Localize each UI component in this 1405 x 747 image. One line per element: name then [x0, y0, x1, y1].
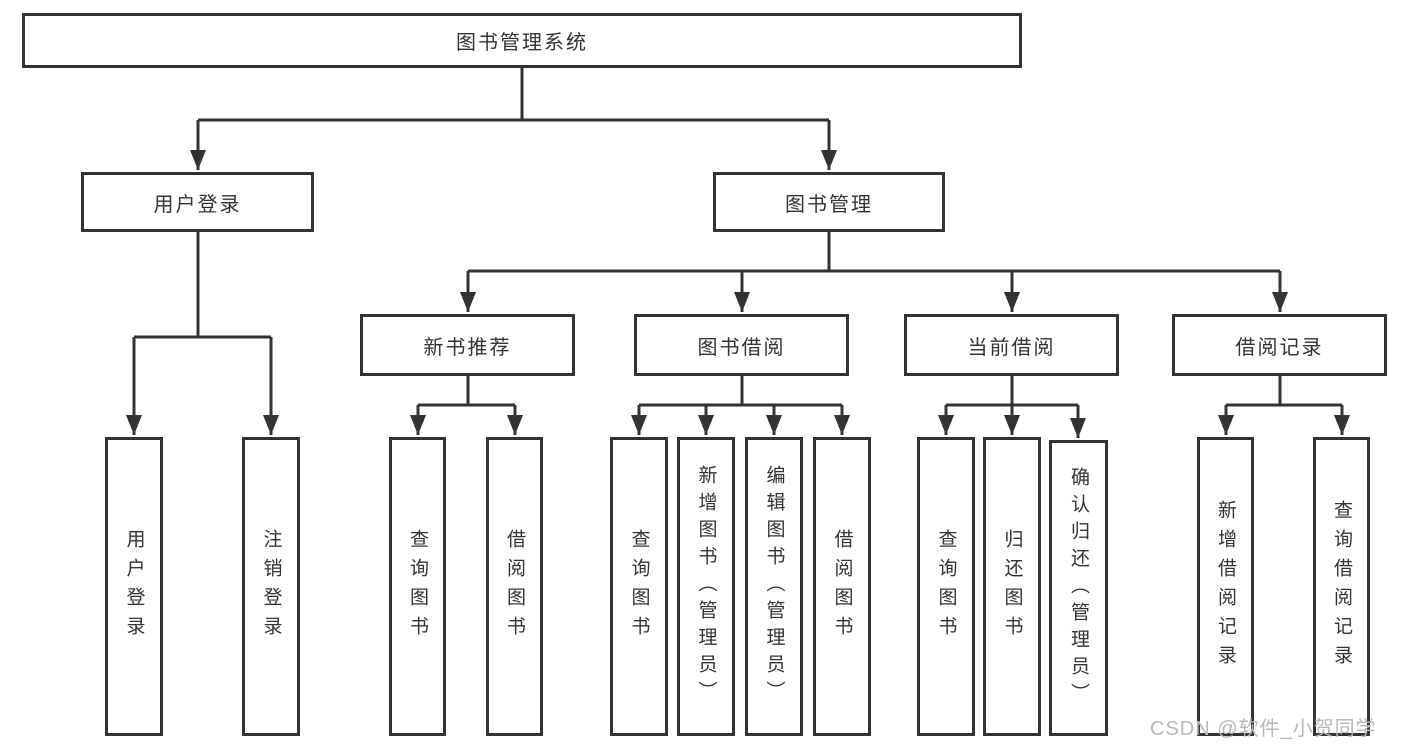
leaf-user-login: 用户登录 [105, 437, 163, 736]
node-root-label: 图书管理系统 [456, 32, 588, 54]
leaf-user-login-label: 用户登录 [123, 528, 145, 645]
node-book-mgmt-label: 图书管理 [785, 193, 873, 216]
leaf-cb-return-books-label: 归还图书 [1001, 528, 1023, 645]
node-user-login-label: 用户登录 [153, 193, 242, 216]
leaf-bb-add-books-admin-label: 新增图书（管理员） [695, 465, 717, 708]
node-borrow-record-label: 借阅记录 [1235, 336, 1324, 359]
node-book-borrow-label: 图书借阅 [697, 336, 786, 359]
node-current-borrow-label: 当前借阅 [967, 336, 1056, 359]
leaf-nbr-borrow-books-label: 借阅图书 [504, 528, 525, 645]
leaf-bb-borrow-books: 借阅图书 [813, 437, 871, 736]
connector-borrow-record-trunk [1226, 376, 1342, 407]
leaf-cb-confirm-return-admin: 确认归还（管理员） [1049, 440, 1108, 736]
node-book-borrow: 图书借阅 [634, 314, 849, 376]
leaf-br-query-record-label: 查询借阅记录 [1331, 499, 1352, 674]
leaf-cb-confirm-return-admin-label: 确认归还（管理员） [1068, 466, 1089, 710]
leaf-br-add-record: 新增借阅记录 [1197, 437, 1254, 736]
node-borrow-record: 借阅记录 [1172, 314, 1387, 376]
leaf-bb-edit-books-admin-label: 编辑图书（管理员） [763, 465, 785, 708]
leaf-br-add-record-label: 新增借阅记录 [1215, 499, 1236, 674]
leaf-br-query-record: 查询借阅记录 [1313, 437, 1370, 736]
leaf-bb-query-books-label: 查询图书 [628, 528, 650, 645]
node-new-book-rec: 新书推荐 [360, 314, 575, 376]
leaf-cb-return-books: 归还图书 [983, 437, 1041, 736]
leaf-nbr-query-books: 查询图书 [389, 437, 446, 736]
connector-user-login-trunk [134, 232, 271, 339]
node-current-borrow: 当前借阅 [904, 314, 1119, 376]
leaf-logout-label: 注销登录 [260, 528, 282, 645]
connector-new-book-rec-trunk [418, 376, 515, 407]
connector-current-borrow-trunk [946, 376, 1078, 407]
connector-root-trunk [198, 68, 829, 122]
node-root: 图书管理系统 [22, 13, 1022, 68]
node-new-book-rec-label: 新书推荐 [423, 336, 512, 359]
node-user-login: 用户登录 [81, 172, 314, 232]
leaf-bb-query-books: 查询图书 [610, 437, 668, 736]
csdn-watermark: CSDN @软件_小贺同学 [1150, 718, 1377, 740]
leaf-bb-borrow-books-label: 借阅图书 [831, 528, 853, 645]
leaf-bb-add-books-admin: 新增图书（管理员） [677, 437, 735, 736]
leaf-nbr-query-books-label: 查询图书 [407, 528, 428, 645]
leaf-nbr-borrow-books: 借阅图书 [486, 437, 543, 736]
leaf-logout: 注销登录 [242, 437, 300, 736]
leaf-cb-query-books: 查询图书 [917, 437, 975, 736]
connector-book-borrow-trunk [639, 376, 842, 407]
leaf-cb-query-books-label: 查询图书 [935, 528, 957, 645]
leaf-bb-edit-books-admin: 编辑图书（管理员） [745, 437, 803, 736]
node-book-mgmt: 图书管理 [713, 172, 945, 232]
connector-book-mgmt-trunk [468, 232, 1280, 273]
